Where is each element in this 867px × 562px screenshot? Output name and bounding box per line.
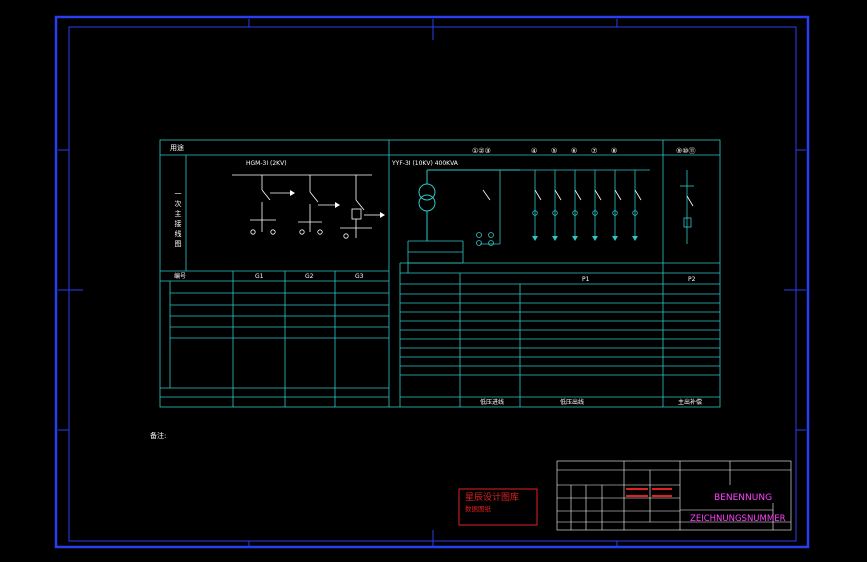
breaker-label: HGM-3I (2KV) — [246, 160, 287, 167]
cabinet-number-g1: G1 — [255, 273, 264, 280]
circuit-group-2: ④ — [531, 147, 537, 155]
circuit-group-7: ⑨⑩⑪ — [676, 147, 696, 155]
feeder-breaker-glyphs — [482, 189, 694, 207]
cabinet-number-g2: G2 — [305, 273, 314, 280]
circuit-group-6: ⑧ — [611, 147, 617, 155]
left-single-line-schematic — [232, 174, 380, 239]
title-block-accents — [626, 488, 672, 497]
bottom-label-outgoing: 低压出线 — [560, 398, 584, 406]
cabinet-number-p2: P2 — [688, 276, 696, 283]
transformer-label: YYF-3I (10KV) 400KVA — [391, 160, 459, 167]
cabinet-number-p1: P1 — [582, 276, 590, 283]
feeder-arrows — [532, 236, 638, 241]
title-block — [556, 460, 792, 531]
circuit-group-5: ⑦ — [591, 147, 597, 155]
right-feeder-lines — [476, 169, 694, 246]
stamp-line-1: 星辰设计图库 — [465, 491, 519, 503]
diagram-frame — [159, 139, 721, 408]
row-header-number: 编号 — [174, 272, 186, 280]
cabinet-number-g3: G3 — [355, 273, 364, 280]
left-panel-header: 用途 — [170, 143, 184, 152]
circuit-group-4: ⑥ — [571, 147, 577, 155]
stamp-line-2: 数据图纸 — [465, 504, 492, 513]
circuit-group-3: ⑤ — [551, 147, 557, 155]
bottom-label-compensation: 主出补偿 — [678, 398, 702, 406]
category-label: 一次主接线图 — [174, 190, 182, 250]
bottom-label-incoming: 低压进线 — [480, 398, 504, 406]
title-benennung: BENENNUNG — [714, 493, 772, 503]
sheet-tick-marks — [58, 19, 806, 546]
designer-stamp: 星辰设计图库 数据图纸 — [458, 488, 538, 526]
left-schematic-arrows — [290, 190, 385, 218]
circuit-group-1: ①②③ — [472, 147, 491, 155]
transformer-symbol — [418, 169, 520, 241]
note-label: 备注: — [150, 431, 166, 440]
title-zeichnungsnummer: ZEICHNUNGSNUMMER — [690, 514, 786, 524]
